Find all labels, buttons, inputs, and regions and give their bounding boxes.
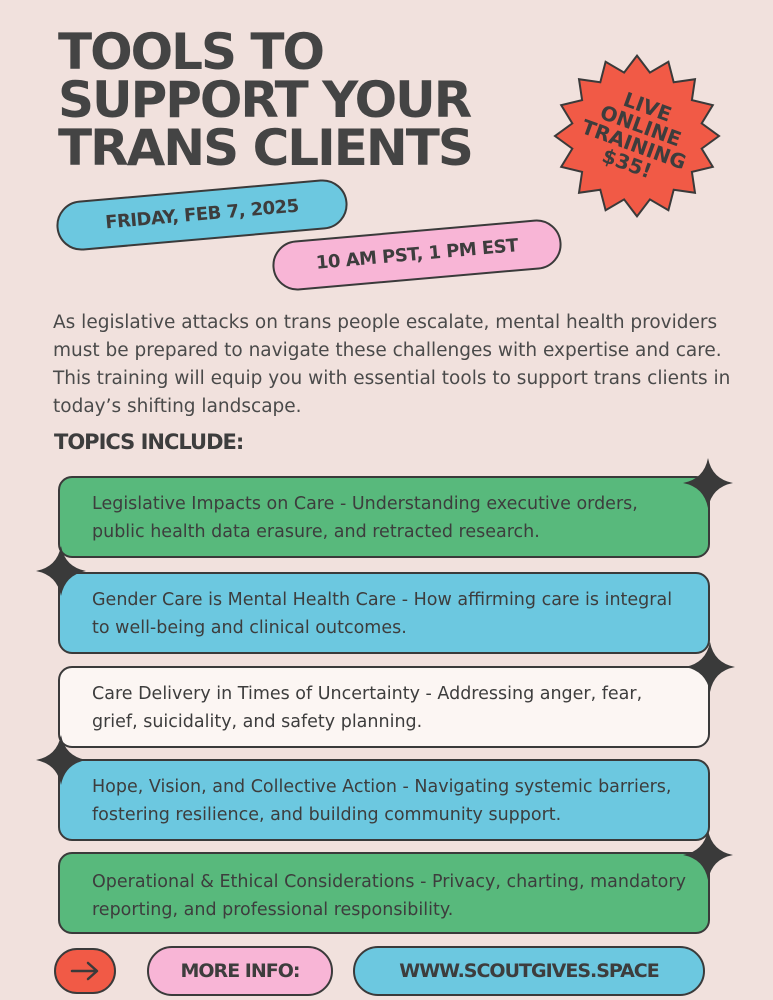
topic-card: Gender Care is Mental Health Care - How … <box>58 572 710 654</box>
topic-card: Care Delivery in Times of Uncertainty - … <box>58 666 710 748</box>
title-line-3: TRANS CLIENTS <box>58 119 474 177</box>
sparkle-icon <box>683 458 733 508</box>
topic-card: Operational & Ethical Considerations - P… <box>58 852 710 934</box>
topic-card: Legislative Impacts on Care - Understand… <box>58 476 710 558</box>
arrow-button[interactable] <box>54 948 116 994</box>
more-info-pill: MORE INFO: <box>147 946 333 996</box>
page-title: TOOLS TO SUPPORT YOUR TRANS CLIENTS <box>58 23 518 177</box>
live-training-badge: LIVE ONLINE TRAINING $35! <box>553 53 721 219</box>
sparkle-icon <box>683 830 733 880</box>
topics-heading: TOPICS INCLUDE: <box>54 430 244 454</box>
title-line-2: SUPPORT YOUR <box>58 71 472 129</box>
arrow-right-icon <box>70 961 99 981</box>
website-link[interactable]: WWW.SCOUTGIVES.SPACE <box>353 946 705 996</box>
title-line-1: TOOLS TO <box>58 23 325 81</box>
topic-card: Hope, Vision, and Collective Action - Na… <box>58 759 710 841</box>
sparkle-icon <box>36 546 86 596</box>
intro-paragraph: As legislative attacks on trans people e… <box>53 312 731 417</box>
sparkle-icon <box>36 735 86 785</box>
sparkle-icon <box>685 642 735 692</box>
